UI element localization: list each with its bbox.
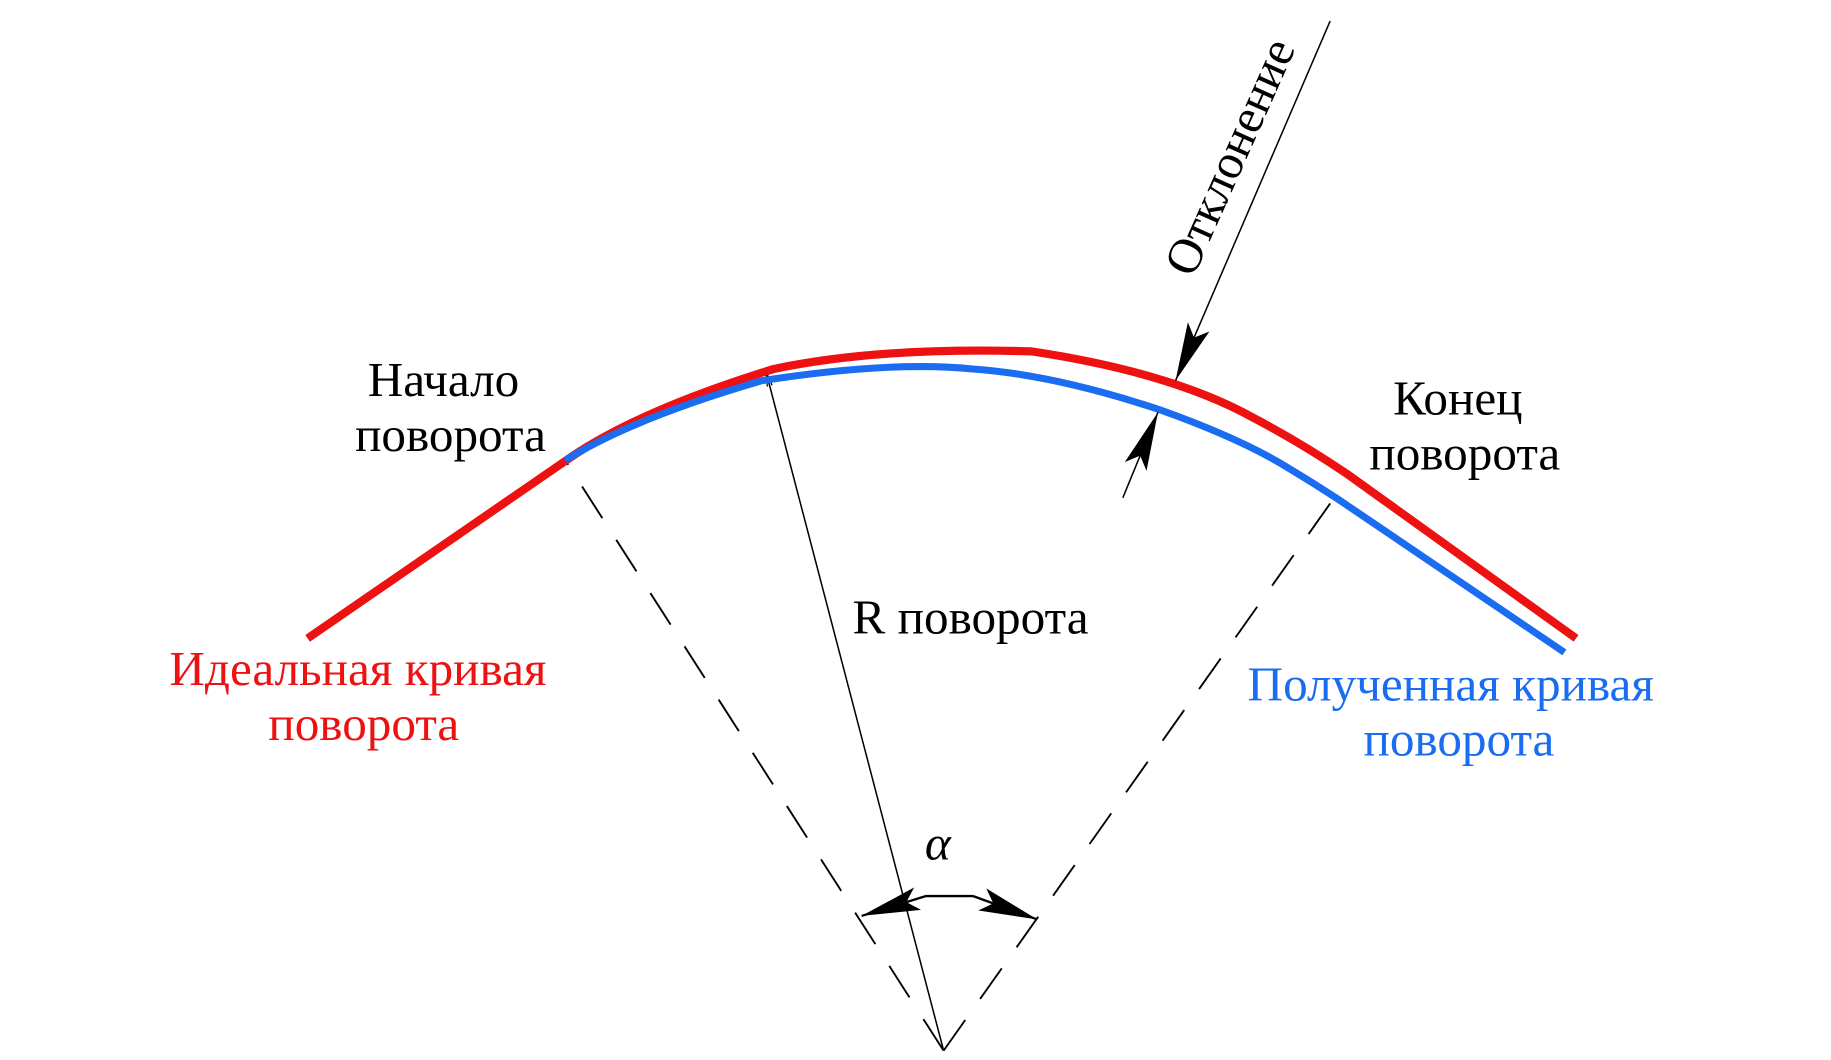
- actual-label-line2: поворота: [1364, 711, 1555, 766]
- ideal-curve: [305, 346, 1579, 642]
- angle-arrow-left: [861, 887, 927, 918]
- actual-curve: [563, 363, 1567, 656]
- end-label-line2: поворота: [1369, 426, 1560, 481]
- ideal-label-line1: Идеальная кривая: [169, 641, 546, 696]
- radius-line: [764, 370, 945, 1051]
- start-label-line1: Начало: [368, 352, 520, 407]
- radius-label: R поворота: [853, 590, 1089, 645]
- deviation-label: Отклонение: [1153, 30, 1306, 283]
- start-label-line2: поворота: [355, 407, 546, 462]
- start-radius-dashed: [564, 459, 945, 1052]
- angle-label: α: [925, 816, 952, 871]
- deviation-leader: [1174, 20, 1331, 381]
- end-radius-dashed: [942, 491, 1340, 1052]
- angle-arrow-right: [972, 888, 1038, 921]
- deviation-leader-lower: [1122, 411, 1159, 499]
- actual-label-line1: Полученная кривая: [1248, 656, 1654, 711]
- ideal-label-line2: поворота: [268, 696, 459, 751]
- end-label-line1: Конец: [1393, 371, 1522, 426]
